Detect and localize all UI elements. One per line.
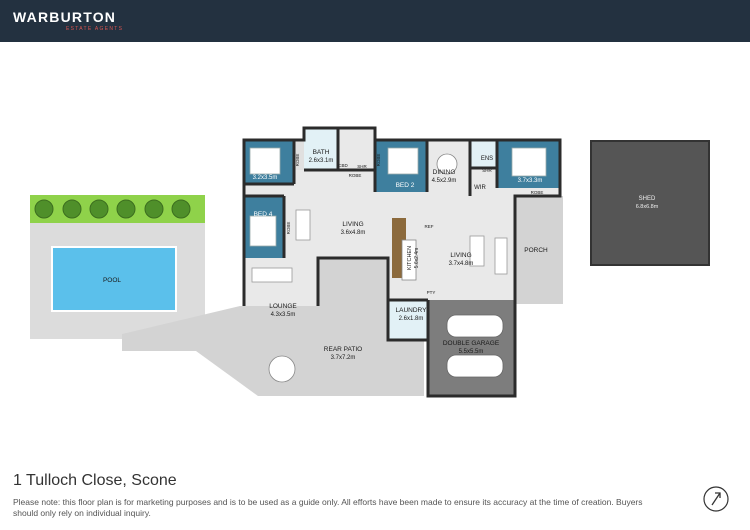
bed2-label: BED 2 [396, 182, 415, 189]
laundry-label: LAUNDRY [396, 307, 428, 314]
header-bar: WARBURTON ESTATE AGENTS [0, 0, 750, 42]
bed3-robe [294, 140, 304, 170]
wir-label: WIR [474, 185, 486, 191]
lounge-size: 4.3x3.5m [271, 312, 296, 318]
rear-patio-label: REAR PATIO [324, 346, 362, 353]
porch-floor [515, 196, 563, 304]
dining-table [436, 153, 458, 175]
robe-main-label: ROBE [531, 190, 544, 195]
floor-plan: BED 3 3.2x3.5m BATH 2.6x3.1m ROBE ROBE R… [30, 126, 710, 398]
bath-label: BATH [313, 149, 330, 156]
bed3-size: 3.2x3.5m [253, 175, 278, 181]
kitchen-counter [401, 239, 417, 281]
living2-size: 3.7x4.8m [449, 261, 474, 267]
shed-building [590, 140, 710, 266]
cbd-label: CBD [338, 163, 348, 168]
garage-label: DOUBLE GARAGE [443, 340, 500, 347]
living1-size: 3.6x4.8m [341, 230, 366, 236]
laundry-room [388, 300, 428, 340]
dining-size: 4.5x2.9m [432, 178, 457, 184]
shr-ens-label: SHR [482, 168, 492, 173]
dining-label: DINING [433, 169, 456, 176]
disclaimer-text: Please note: this floor plan is for mark… [13, 497, 643, 518]
living2-label: LIVING [450, 252, 471, 259]
patio-table [268, 355, 296, 383]
rear-patio-floor [122, 258, 424, 396]
room-labels: BED 3 3.2x3.5m BATH 2.6x3.1m ROBE ROBE R… [103, 149, 659, 361]
property-address: 1 Tulloch Close, Scone [13, 472, 177, 489]
porch-label: PORCH [524, 247, 548, 254]
bed-furniture [249, 147, 547, 247]
shr-bath-label: SHR [357, 164, 367, 169]
bath-room [304, 128, 338, 170]
bed4-size: 3.8x2.7m [251, 220, 276, 226]
walls [242, 126, 562, 398]
bath-size: 2.6x3.1m [309, 158, 334, 164]
ens-label: ENS [481, 156, 493, 162]
brand-tagline: ESTATE AGENTS [66, 26, 124, 32]
sofas [251, 209, 508, 283]
rear-patio-size: 3.7x7.2m [331, 355, 356, 361]
shed-size: 6.8x6.8m [636, 204, 659, 210]
garage-size: 5.5x5.5m [459, 349, 484, 355]
bed4-label: BED 4 [254, 211, 273, 218]
north-arrow-icon [703, 486, 729, 512]
kitchen-label: KITCHEN [407, 246, 413, 270]
lounge-label: LOUNGE [269, 303, 297, 310]
robe-bath-label: ROBE [349, 173, 362, 178]
laundry-size: 2.6x1.8m [399, 316, 424, 322]
robe-bed3-label: ROBE [295, 154, 300, 167]
shrubs [34, 199, 191, 219]
robe-bed4-label: ROBE [286, 222, 291, 235]
car-icons [446, 314, 504, 378]
living1-label: LIVING [342, 221, 363, 228]
garage-floor [428, 300, 515, 396]
pool [51, 246, 177, 312]
robe-bed2-label: ROBE [376, 154, 381, 167]
shed-label: SHED [639, 196, 656, 202]
main-bed-size: 3.7x3.3m [518, 178, 543, 184]
pool-label: POOL [103, 277, 121, 284]
kitchen-size: 5.6x2.4m [414, 248, 420, 269]
bed3-label: BED 3 [256, 166, 275, 173]
main-bed-label: MAIN BED [514, 169, 546, 176]
pty-label: PTY [427, 290, 436, 295]
brand-logo: WARBURTON [13, 9, 117, 25]
ens-room [470, 140, 497, 168]
ref-label: REF [425, 224, 434, 229]
